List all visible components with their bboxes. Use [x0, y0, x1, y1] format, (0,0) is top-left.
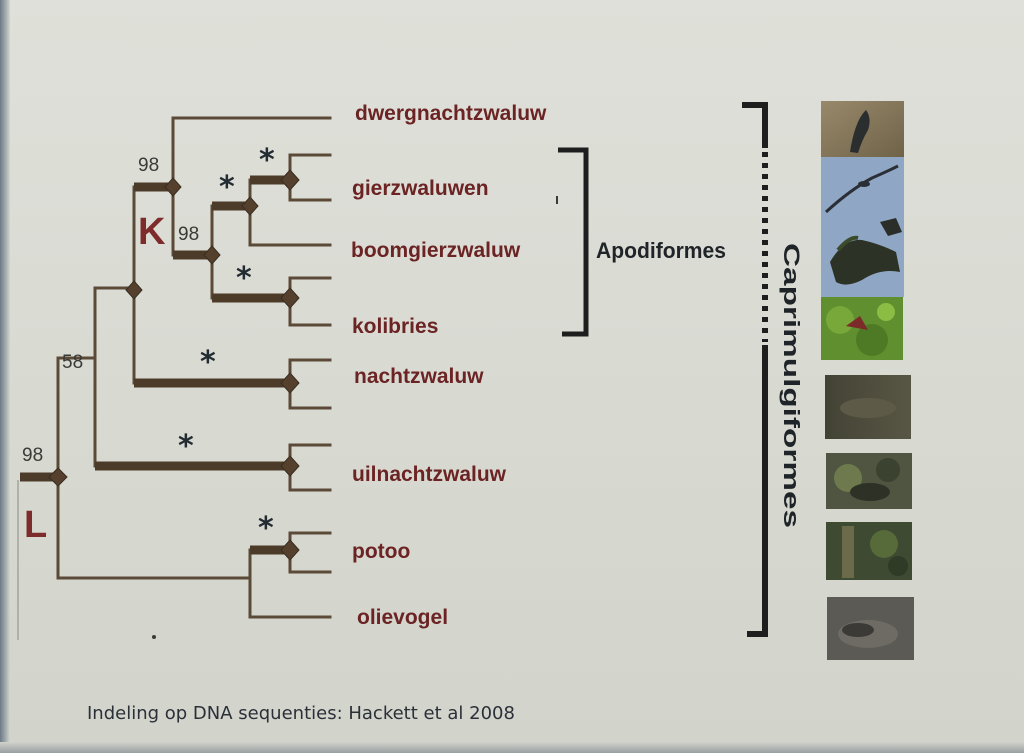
bird-photo-kolibrie — [821, 297, 903, 360]
support-value-58: 58 — [62, 352, 83, 373]
dust-speck — [556, 196, 558, 204]
node-letter-k: K — [138, 211, 166, 253]
source-caption: Indeling op DNA sequenties: Hackett et a… — [87, 703, 515, 724]
star-nachtzwaluw: * — [200, 345, 216, 380]
dust-speck — [152, 635, 156, 639]
apodiformes-label: Apodiformes — [596, 238, 726, 263]
taxon-label: gierzwaluwen — [352, 177, 489, 200]
caprimulgiformes-label: Caprimulgiformes — [779, 243, 804, 528]
screen-edge-left — [0, 0, 10, 753]
node-diamond-swifts — [241, 196, 259, 216]
taxon-label: kolibries — [352, 315, 438, 338]
taxon-label: dwergnachtzwaluw — [355, 102, 547, 125]
bird-photos — [821, 101, 914, 660]
screen-edge-bottom — [0, 742, 1024, 753]
apodiformes-bracket — [558, 147, 589, 337]
caprimulgiformes-bracket — [742, 102, 768, 637]
bird-photo-nachtzwaluw — [825, 375, 911, 439]
support-value-root: 98 — [22, 445, 43, 466]
star-kolibries: * — [236, 261, 252, 296]
taxon-label: potoo — [352, 540, 410, 563]
node-diamond-potoo — [280, 539, 300, 561]
bird-photo-potoo — [826, 522, 912, 580]
node-letter-l: L — [24, 504, 47, 546]
taxon-label: olievogel — [357, 606, 448, 629]
branch-root-to-58 — [56, 356, 97, 479]
support-value-inner: 98 — [178, 224, 199, 245]
node-diamond-nachtzwaluw — [280, 372, 300, 394]
node-diamond-upper — [125, 280, 143, 300]
support-value-k: 98 — [138, 155, 159, 176]
taxon-label: uilnachtzwaluw — [352, 463, 507, 486]
bird-photo-boomgierzwaluw — [830, 218, 902, 285]
bird-photo-uilnachtzwaluw — [826, 453, 912, 509]
node-diamond-gierzwaluwen — [280, 169, 300, 191]
taxon-label: boomgierzwaluw — [351, 239, 521, 262]
star-swifts: * — [219, 170, 235, 205]
node-diamond-k — [164, 177, 182, 197]
star-uilnachtzwaluw: * — [178, 429, 194, 464]
star-potoo: * — [258, 511, 274, 546]
node-diamond-root — [48, 467, 68, 487]
node-diamond-kolibries — [280, 287, 300, 309]
bird-photo-dwergnachtzwaluw — [821, 101, 904, 157]
taxon-label: nachtzwaluw — [354, 365, 484, 388]
bird-photo-olievogel — [827, 597, 914, 660]
node-markers — [48, 169, 300, 561]
star-gierzwaluwen: * — [259, 143, 275, 178]
node-diamond-uilnachtzwaluw — [280, 455, 300, 477]
node-diamond-inner — [203, 245, 221, 265]
